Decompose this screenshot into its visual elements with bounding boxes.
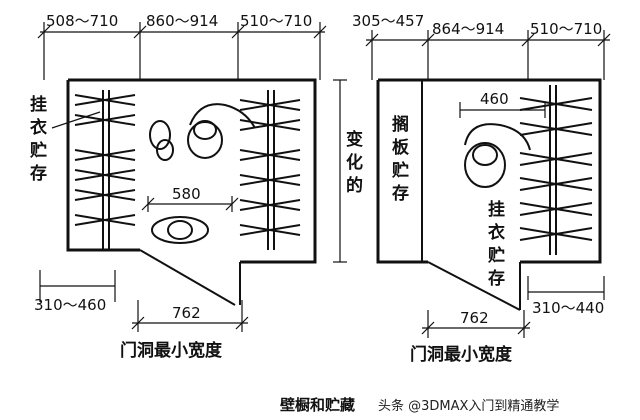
- variable-label-1: 变: [346, 129, 363, 150]
- left-dim-3: 510～710: [240, 12, 312, 30]
- left-room-wall-left: [66, 80, 140, 252]
- right-hanging-label-3: 贮: [487, 245, 505, 266]
- right-inner-dim: 460: [480, 90, 509, 108]
- right-bottom-dim: 310～440: [532, 299, 604, 317]
- shelf-label-2: 板: [392, 137, 410, 158]
- diagram-title: 壁橱和贮藏: [280, 396, 355, 414]
- right-plan: 305～457 864～914 510～710 搁 板 贮 存 460: [352, 12, 611, 365]
- right-door-caption: 门洞最小宽度: [410, 344, 513, 365]
- right-hanging-label-1: 挂: [488, 199, 505, 220]
- left-hanging-label-4: 存: [30, 163, 47, 184]
- left-person-figures: [149, 103, 256, 244]
- left-mid-dim: 580: [172, 185, 201, 203]
- right-room-wall: [378, 78, 602, 264]
- shelf-label-3: 贮: [391, 160, 409, 181]
- left-hanging-label-3: 贮: [29, 140, 47, 161]
- left-dim-2: 860～914: [146, 12, 218, 30]
- left-door-caption: 门洞最小宽度: [120, 340, 223, 361]
- shelf-label-4: 存: [392, 183, 409, 204]
- left-plan-right-rack: [239, 90, 301, 250]
- variable-label-3: 的: [346, 175, 363, 196]
- left-hanging-label-2: 衣: [30, 117, 47, 138]
- left-door-dim: 762: [172, 304, 201, 322]
- watermark: 头条 @3DMAX入门到精通教学: [378, 398, 559, 414]
- left-room-wall: [68, 78, 317, 264]
- right-dim-1: 305～457: [352, 12, 424, 30]
- left-plan: 508～710 860～914 510～710: [29, 12, 327, 361]
- variable-label-2: 化: [346, 152, 363, 173]
- right-dim-2: 864～914: [432, 20, 504, 38]
- right-hanging-label-2: 衣: [488, 222, 505, 243]
- right-hanging-rack: [519, 85, 593, 255]
- left-hanging-label-1: 挂: [30, 94, 47, 115]
- left-door-leaf: [139, 249, 236, 306]
- left-bottom-dim: 310～460: [34, 296, 106, 314]
- right-person-figure: [464, 123, 531, 188]
- right-hanging-label-4: 存: [488, 268, 505, 289]
- left-hanging-rack: [74, 90, 136, 250]
- shelf-label-1: 搁: [392, 114, 409, 135]
- right-room-wall-left: [376, 80, 428, 264]
- right-door-dim: 762: [460, 309, 489, 327]
- left-dim-1: 508～710: [46, 12, 118, 30]
- right-door-leaf: [427, 261, 521, 311]
- right-dim-3: 510～710: [530, 20, 602, 38]
- variable-dim: 变 化 的: [333, 79, 363, 263]
